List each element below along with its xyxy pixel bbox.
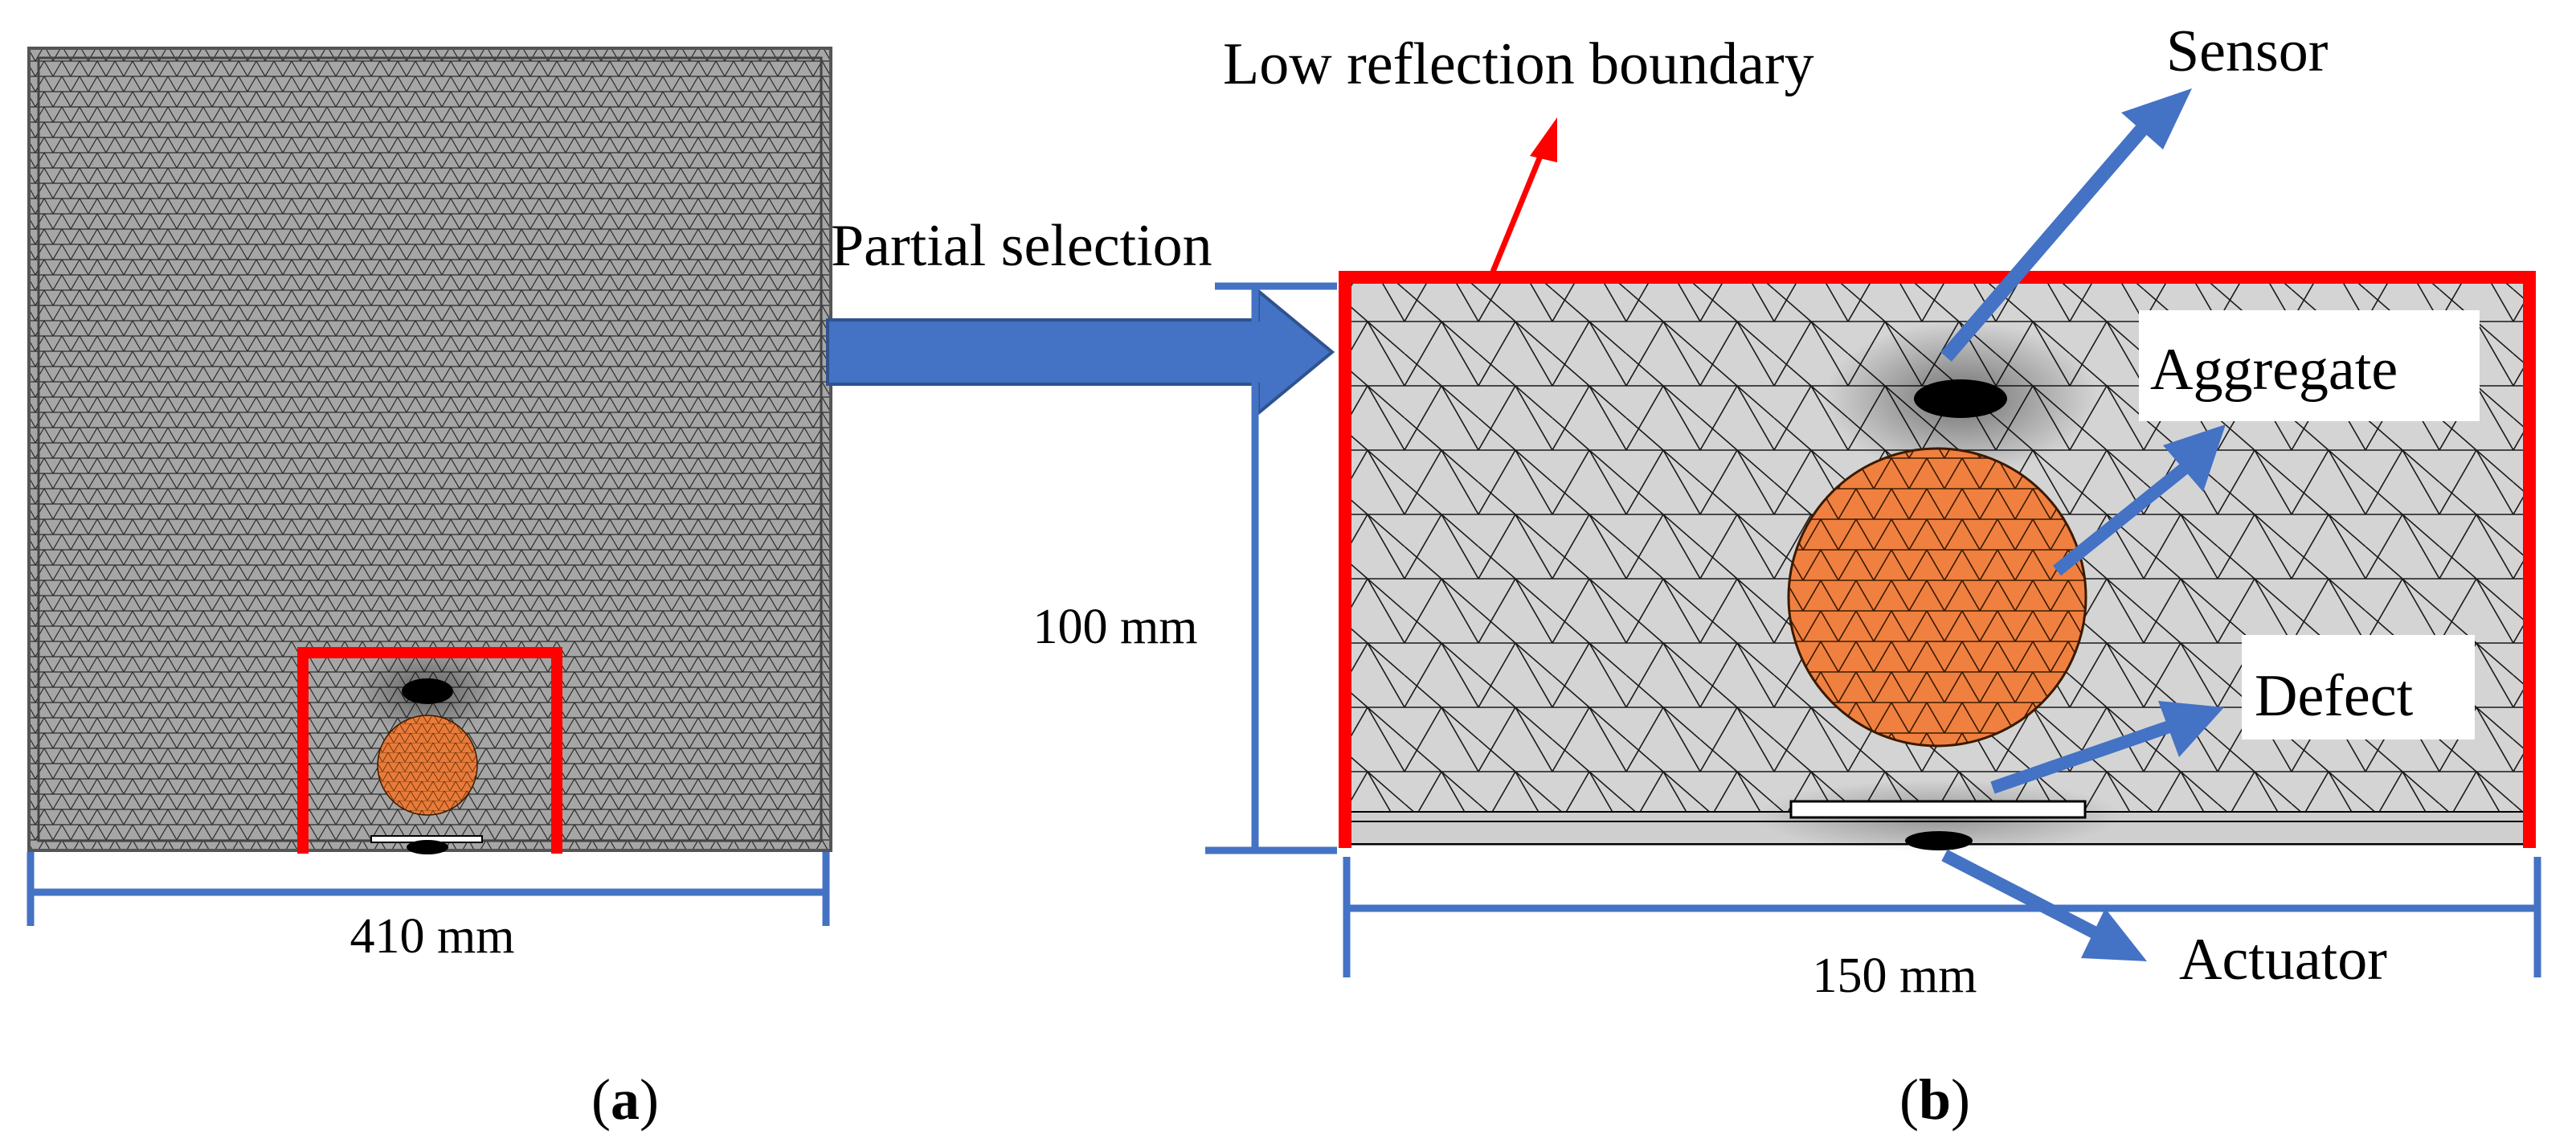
panel-b-defect [1789,800,2087,819]
panel-b: 100 mm 150 mm Low reflection boundary Se… [1033,18,2541,1132]
panel-b-width-dimension [1343,857,2541,977]
panel-b-height-label: 100 mm [1033,600,1198,654]
low-reflection-boundary-label: Low reflection boundary [1223,31,1814,97]
panel-a-aggregate [377,715,478,816]
defect-label: Defect [2255,663,2414,729]
panel-b-actuator [1905,831,1973,850]
panel-a-width-dimension [27,852,830,926]
panel-a-width-label: 410 mm [350,909,515,964]
sensor-label: Sensor [2166,18,2328,84]
defect-arrowhead [2158,701,2224,757]
low-reflection-boundary-arrowhead [1530,117,1557,162]
defect-label-box [2242,635,2475,739]
panel-a-caption: (a) [591,1067,659,1132]
panel-a: 410 mm (a) [27,47,832,1132]
panel-b-low-reflection-boundary [1339,271,2536,848]
panel-b-height-dimension [1205,282,1337,854]
aggregate-label: Aggregate [2150,337,2398,403]
partial-selection-label: Partial selection [831,213,1212,279]
panel-b-width-label: 150 mm [1813,948,1977,1003]
panel-a-sensor [402,678,453,704]
actuator-arrowhead [2081,908,2147,961]
aggregate-arrowhead [2163,424,2226,492]
panel-b-sensor [1914,379,2007,418]
actuator-label: Actuator [2179,927,2387,993]
panel-a-actuator [407,840,448,854]
panel-b-aggregate [1787,447,2087,748]
panel-b-caption: (b) [1899,1067,1970,1132]
aggregate-label-box [2139,310,2480,421]
panel-a-selection-box [297,647,562,854]
partial-selection-group: Partial selection [826,213,1335,417]
sensor-arrowhead [2121,88,2192,150]
